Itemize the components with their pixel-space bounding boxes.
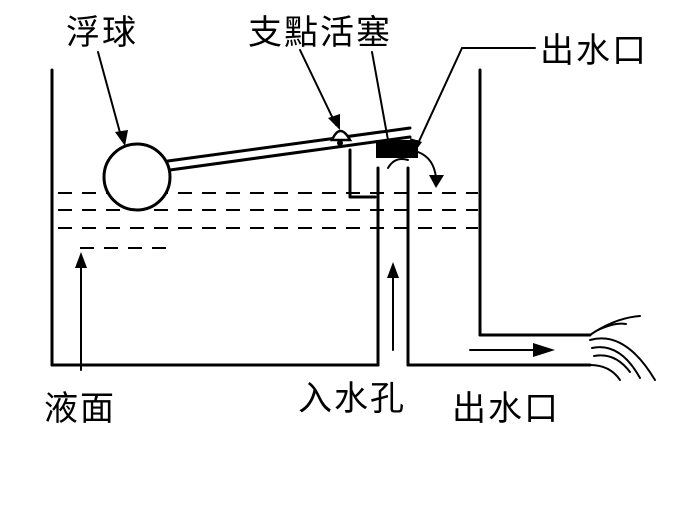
inlet-pipe	[376, 166, 410, 367]
water-spray	[589, 315, 656, 381]
pivot-callout	[299, 49, 340, 130]
float-callout	[97, 51, 128, 146]
inlet-label: 入水孔	[298, 379, 406, 419]
outlet-top-callout	[410, 47, 536, 156]
piston-callout	[371, 51, 389, 141]
liquid-level-arrow	[75, 252, 87, 371]
pivot	[330, 129, 377, 199]
float-ball	[102, 142, 172, 212]
lever-arm	[166, 126, 412, 172]
outlet-arrow	[469, 343, 555, 357]
outlet-top-label: 出水口	[540, 31, 648, 71]
outlet-bottom-label: 出水口	[452, 389, 560, 429]
outflow-arrow-top	[417, 151, 444, 188]
tank	[50, 68, 592, 367]
liquid-level-label: 液面	[44, 389, 116, 429]
float-label: 浮球	[66, 13, 138, 53]
inlet-arrow	[387, 262, 399, 351]
piston	[376, 140, 418, 169]
pivot-piston-label: 支點活塞	[248, 13, 392, 53]
